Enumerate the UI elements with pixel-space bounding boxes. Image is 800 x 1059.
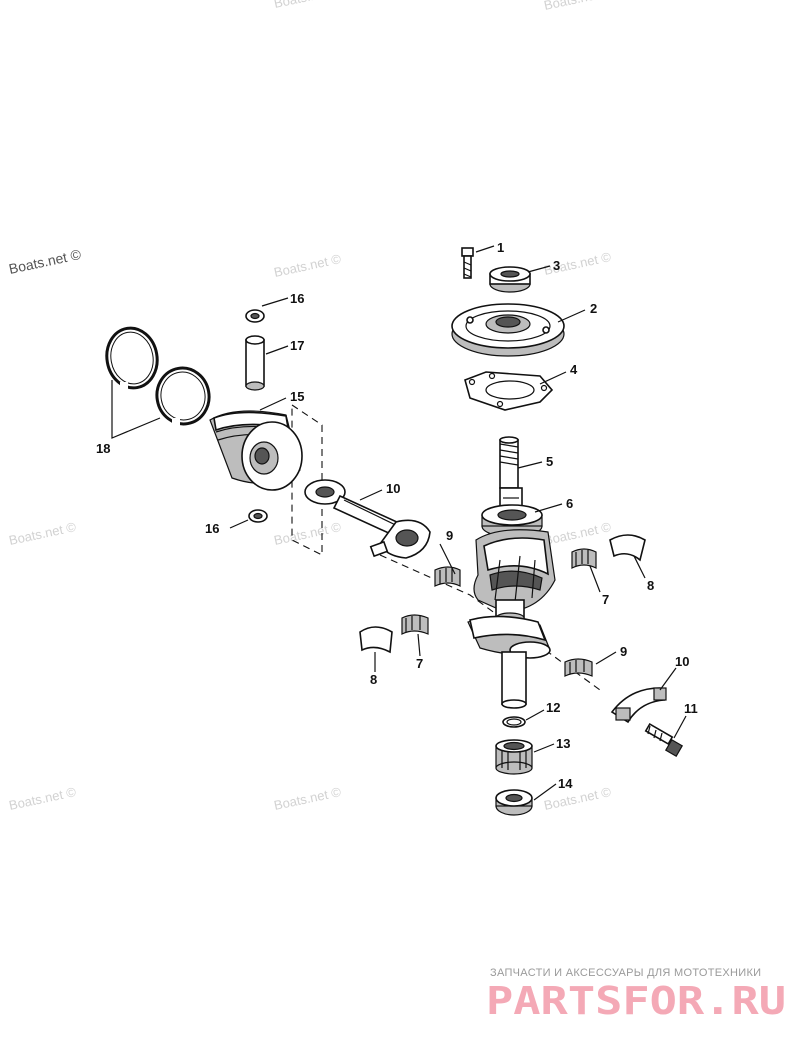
part-seal-14: [495, 789, 533, 816]
part-flange-2: [451, 303, 565, 357]
part-bearing-13: [495, 739, 533, 775]
watermark-text: Boats.net ©: [7, 246, 83, 277]
assembly-lines: [291, 403, 601, 691]
part-piston-ring-18a: [105, 326, 159, 390]
callout-12: 12: [546, 700, 560, 715]
part-bolt-1: [461, 247, 474, 279]
part-crank-throw: [467, 529, 556, 709]
callout-8b: 8: [370, 672, 377, 687]
part-bearing-half-7b: [401, 614, 429, 635]
footer-branding: ЗАПЧАСТИ И АКСЕССУАРЫ ДЛЯ МОТОТЕХНИКИ PA…: [486, 967, 786, 1023]
callout-9b: 9: [620, 644, 627, 659]
footer-tagline: ЗАПЧАСТИ И АКСЕССУАРЫ ДЛЯ МОТОТЕХНИКИ: [490, 967, 761, 979]
part-rod-cap-10: [610, 687, 667, 724]
watermark-text: Boats.net ©: [8, 784, 78, 813]
part-clip-16b: [248, 509, 268, 523]
part-bearing-half-7a: [571, 548, 597, 569]
leader-lines: [111, 245, 687, 801]
part-ring-12: [502, 716, 526, 728]
callout-1: 1: [497, 240, 504, 255]
part-clip-16a: [245, 309, 265, 323]
watermark-text: Boats.net ©: [8, 519, 78, 548]
part-bearing-half-9b: [564, 658, 593, 677]
watermark-text: Boats.net ©: [273, 784, 343, 813]
watermark-text: Boats.net ©: [543, 784, 613, 813]
callout-16a: 16: [290, 291, 304, 306]
callout-5: 5: [546, 454, 553, 469]
callout-7a: 7: [602, 592, 609, 607]
callout-9a: 9: [446, 528, 453, 543]
callout-8a: 8: [647, 578, 654, 593]
part-shell-8a: [609, 534, 646, 562]
callout-2: 2: [590, 301, 597, 316]
callout-11: 11: [684, 701, 698, 716]
callout-15: 15: [290, 389, 304, 404]
callout-7b: 7: [416, 656, 423, 671]
watermark-text: Boats.net ©: [543, 519, 613, 548]
watermark-text: Boats.net ©: [273, 251, 343, 280]
callout-3: 3: [553, 258, 560, 273]
watermark-text: Boats.net ©: [273, 519, 343, 548]
callout-16b: 16: [205, 521, 219, 536]
watermark-text: Boats.net ©: [543, 0, 613, 13]
part-connecting-rod-10: [304, 479, 431, 559]
callout-13: 13: [556, 736, 570, 751]
callout-labels: 1 3 2 4 5 6 7 8 9 9 7 8 10 11 12 13 14 1…: [96, 240, 698, 791]
callout-17: 17: [290, 338, 304, 353]
watermark-text: Boats.net ©: [273, 0, 343, 11]
callout-4: 4: [570, 362, 578, 377]
part-bolt-11: [644, 722, 684, 758]
part-piston-pin-17: [245, 335, 265, 391]
callout-14: 14: [558, 776, 573, 791]
part-gasket-4: [464, 371, 554, 411]
part-shell-8b: [359, 626, 393, 654]
callout-10a: 10: [386, 481, 400, 496]
part-seal-3: [489, 266, 531, 293]
part-bearing-half-9a: [434, 566, 461, 587]
part-piston-15: [209, 410, 303, 491]
part-piston-ring-18b: [155, 366, 211, 426]
callout-18: 18: [96, 441, 110, 456]
footer-logo: PARTSFOR.RU: [486, 979, 786, 1023]
callout-6: 6: [566, 496, 573, 511]
callout-10b: 10: [675, 654, 689, 669]
